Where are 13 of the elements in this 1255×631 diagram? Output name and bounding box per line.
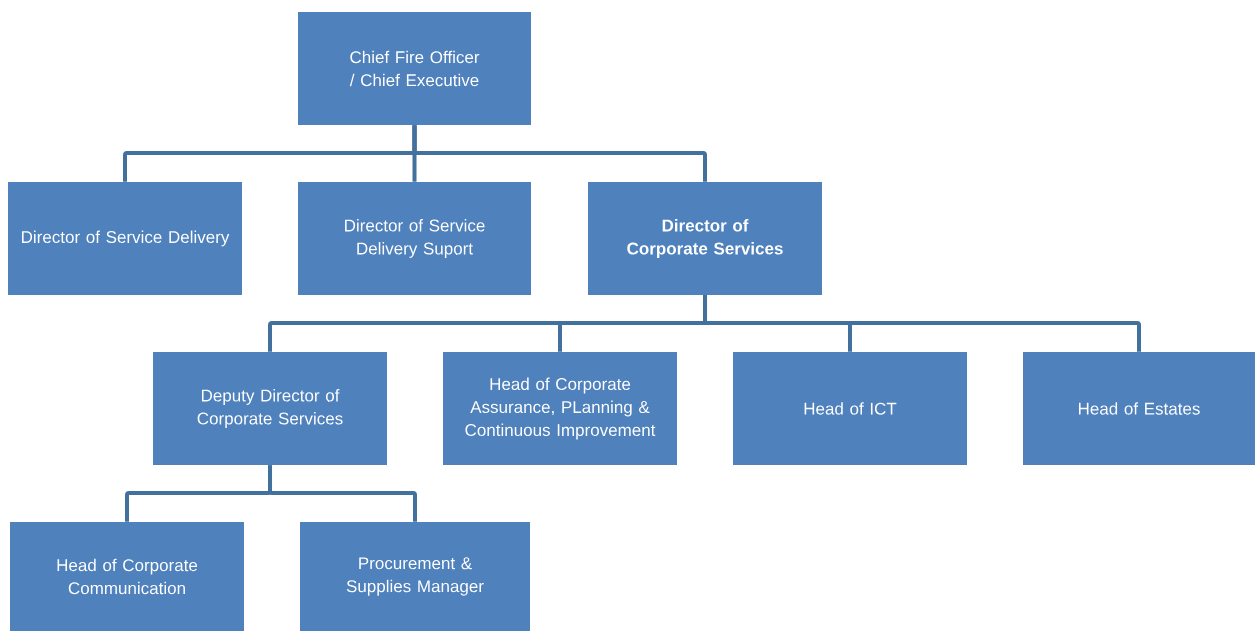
org-box: Director of Corporate Services bbox=[588, 182, 822, 295]
org-box: Head of Corporate Assurance, PLanning & Continuous Improvement bbox=[443, 352, 677, 465]
org-box: Procurement & Supplies Manager bbox=[300, 522, 530, 631]
connector-line bbox=[703, 295, 1141, 352]
org-box: Deputy Director of Corporate Services bbox=[153, 352, 387, 465]
org-box: Director of Service Delivery bbox=[8, 182, 242, 295]
org-box: Head of Estates bbox=[1023, 352, 1255, 465]
org-box: Head of ICT bbox=[733, 352, 967, 465]
org-box: Chief Fire Officer / Chief Executive bbox=[298, 12, 531, 125]
org-box: Head of Corporate Communication bbox=[10, 522, 244, 631]
org-box: Director of Service Delivery Suport bbox=[298, 182, 531, 295]
connector-line bbox=[268, 465, 417, 522]
connector-line bbox=[412, 125, 707, 182]
